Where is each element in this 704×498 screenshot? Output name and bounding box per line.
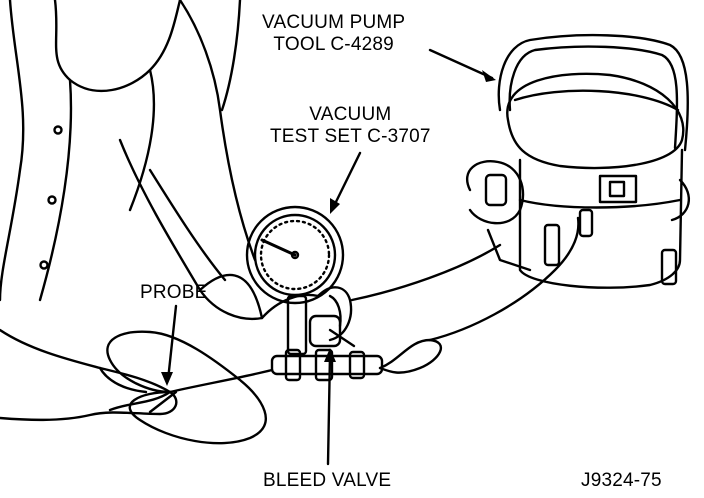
- leader-test-set: [330, 151, 362, 212]
- gauge-needle: [260, 238, 297, 257]
- vacuum-test-set-label-line1: VACUUM: [309, 104, 392, 125]
- pump-end-cap: [466, 160, 525, 225]
- shirt-button: [47, 195, 57, 205]
- vacuum-pump-label-line1: VACUUM PUMP: [262, 12, 406, 33]
- figure-id-label: J9324-75: [581, 470, 662, 491]
- vacuum-test-set-label: VACUUM TEST SET C-3707: [270, 104, 431, 148]
- pump-label-plate: [598, 174, 638, 204]
- leader-bleed: [326, 352, 332, 466]
- arrow-pump: [482, 70, 496, 82]
- shirt-collar: [53, 0, 182, 93]
- pump-motor-dome: [506, 72, 685, 170]
- gauge-stem: [286, 294, 308, 356]
- shirt-placket: [38, 78, 73, 302]
- vacuum-pump-label: VACUUM PUMP TOOL C-4289: [262, 12, 405, 56]
- pump-handle: [497, 33, 689, 152]
- shirt-button: [39, 260, 49, 270]
- probe-label: PROBE: [140, 282, 208, 303]
- bleed-valve-body: [308, 314, 342, 348]
- leader-probe: [166, 304, 178, 382]
- arm-upper: [178, 0, 257, 262]
- sleeve-cuff: [198, 273, 264, 320]
- bleed-valve-label: BLEED VALVE: [263, 470, 392, 491]
- shirt-button: [53, 125, 63, 135]
- pump-fitting: [543, 223, 561, 267]
- hose: [378, 338, 443, 374]
- arrow-bleed: [324, 348, 336, 362]
- vacuum-pump-label-line2: TOOL C-4289: [273, 34, 394, 55]
- pump-body: [518, 148, 684, 289]
- arrow-probe: [161, 372, 173, 386]
- shirt-outline: [0, 0, 25, 302]
- left-hand: [0, 328, 178, 422]
- vacuum-test-set-label-line2: TEST SET C-3707: [270, 126, 431, 147]
- arrow-test-set: [330, 198, 340, 214]
- probe-wand: [148, 390, 178, 414]
- arm-sleeve: [118, 138, 264, 321]
- probe-tube: [106, 330, 267, 445]
- gauge-bezel: [245, 205, 345, 305]
- leader-pump: [428, 48, 494, 80]
